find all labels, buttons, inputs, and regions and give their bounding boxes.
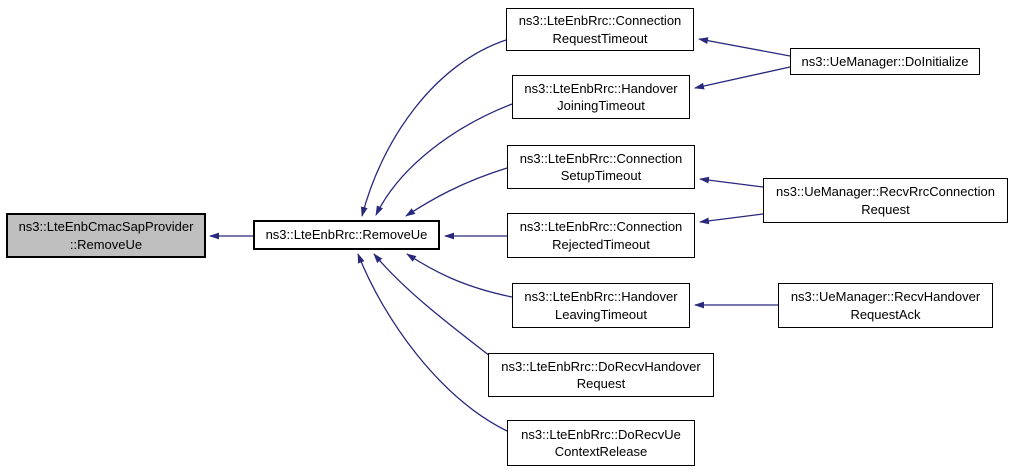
node-lte-enb-cmac-sap-provider-remove-ue: ns3::LteEnbCmacSapProvider ::RemoveUe — [6, 213, 206, 258]
node-connection-request-timeout[interactable]: ns3::LteEnbRrc::Connection RequestTimeou… — [506, 8, 694, 51]
edge-recv-rrc-connection-request-to-connection-rejected-timeout — [699, 213, 764, 225]
node-connection-rejected-timeout[interactable]: ns3::LteEnbRrc::Connection RejectedTimeo… — [507, 213, 695, 258]
node-recv-rrc-connection-request[interactable]: ns3::UeManager::RecvRrcConnection Reques… — [763, 178, 1008, 223]
edge-connection-setup-timeout-to-removeue — [405, 167, 508, 217]
node-do-recv-ue-context-release[interactable]: ns3::LteEnbRrc::DoRecvUe ContextRelease — [507, 420, 695, 466]
edge-recv-rrc-connection-request-to-connection-setup-timeout — [699, 176, 764, 188]
edge-handover-leaving-timeout-to-removeue — [406, 253, 513, 298]
edge-do-initialize-to-handover-joining-timeout — [694, 66, 791, 90]
node-ue-manager-do-initialize[interactable]: ns3::UeManager::DoInitialize — [790, 48, 980, 75]
edge-do-recv-ue-context-release-to-removeue — [357, 253, 508, 432]
edge-do-initialize-to-connection-request-timeout — [698, 37, 791, 57]
node-do-recv-handover-request[interactable]: ns3::LteEnbRrc::DoRecvHandover Request — [488, 353, 714, 397]
node-lte-enb-rrc-remove-ue[interactable]: ns3::LteEnbRrc::RemoveUe — [253, 220, 440, 250]
edge-handover-joining-timeout-to-removeue — [375, 103, 513, 216]
node-recv-handover-request-ack[interactable]: ns3::UeManager::RecvHandover RequestAck — [778, 283, 993, 328]
edge-do-recv-handover-request-to-removeue — [373, 253, 491, 357]
node-connection-setup-timeout[interactable]: ns3::LteEnbRrc::Connection SetupTimeout — [507, 145, 695, 189]
node-handover-joining-timeout[interactable]: ns3::LteEnbRrc::Handover JoiningTimeout — [512, 75, 690, 119]
edge-connection-request-timeout-to-removeue — [361, 39, 507, 217]
node-handover-leaving-timeout[interactable]: ns3::LteEnbRrc::Handover LeavingTimeout — [512, 283, 690, 328]
